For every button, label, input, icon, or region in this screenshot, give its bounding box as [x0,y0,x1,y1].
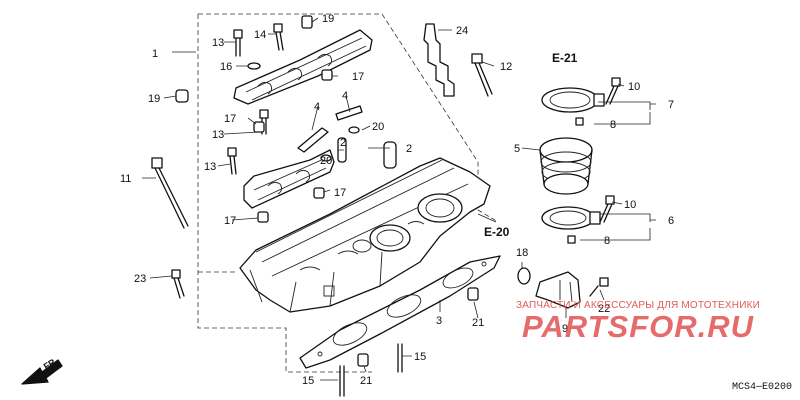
dowel-17-a [321,69,333,81]
callout-18: 18 [516,247,528,259]
diagram-code: MCS4—E0200 [731,382,792,393]
oring-20-a [348,126,360,134]
callout-8-lower: 8 [604,235,610,247]
cylinder-head [239,157,491,313]
callout-12: 12 [500,61,512,73]
callout-13-upper: 13 [212,37,224,49]
callout-17-a: 17 [352,71,364,83]
bolt-12 [471,53,493,97]
callout-10-lower: 10 [624,199,636,211]
callout-23: 23 [134,273,146,285]
oring-20-b [320,154,332,162]
callout-2-a: 2 [406,143,412,155]
callout-10-upper: 10 [628,81,640,93]
dowel-17-c [313,187,325,199]
dowel-21-a [467,287,479,301]
callout-13-lower: 13 [204,161,216,173]
camshaft-holder-lower [243,149,335,209]
callout-6: 6 [668,215,674,227]
dowel-19-top [301,15,313,29]
callout-17-d: 17 [224,215,236,227]
callout-5: 5 [514,143,520,155]
callout-24: 24 [456,25,468,37]
callout-15-b: 15 [302,375,314,387]
guide-4-a [297,127,329,153]
callout-17-b: 17 [224,113,236,125]
callout-2-b: 2 [340,137,346,149]
oring-18 [517,267,531,285]
callout-21-b: 21 [360,375,372,387]
insulator-5 [539,137,593,195]
callout-1: 1 [152,48,158,60]
callout-7: 7 [668,99,674,111]
bolt-10-upper [605,77,621,105]
callout-14: 14 [254,29,266,41]
sensor-9 [535,271,581,309]
callout-15-a: 15 [414,351,426,363]
bolt-13-lower [227,147,237,175]
callout-21-a: 21 [472,317,484,329]
callout-3: 3 [436,315,442,327]
bolt-11 [151,157,189,229]
callout-9: 9 [562,323,568,335]
dowel-17-d [257,211,269,223]
callout-17-c: 17 [334,187,346,199]
callout-16: 16 [220,61,232,73]
callout-19-top: 19 [322,13,334,25]
section-ref-e21: E-21 [552,51,578,65]
callout-19-left: 19 [148,93,160,105]
callout-13-mid: 13 [212,129,224,141]
callout-11: 11 [120,173,131,185]
front-direction-arrow-icon [21,359,63,385]
camshaft-holder-upper [233,29,373,105]
nut-8-upper [575,117,584,126]
assembly-frame [197,13,499,373]
callout-22: 22 [598,303,610,315]
callout-4-a: 4 [314,101,320,113]
stud-15-b [339,365,345,397]
head-gasket [299,255,501,369]
leader-lines [142,17,656,381]
dowel-19-left [175,89,189,103]
bolt-22 [589,277,609,297]
guide-4-b [335,105,363,121]
bolt-13-upper [233,29,243,57]
callout-8-upper: 8 [610,119,616,131]
sleeve-2-b [383,141,397,169]
section-ref-e20: E-20 [484,225,510,239]
stud-15-a [397,343,403,373]
callout-20-b: 20 [320,155,332,167]
spark-plug [423,23,455,97]
oil-orifice-16 [247,62,261,70]
nut-8-lower [567,235,576,244]
callout-4-b: 4 [342,90,348,102]
callout-labels: 1 19 13 14 24 16 12 17 19 4 4 17 13 20 2… [120,13,674,387]
band-7 [541,87,605,113]
callout-20-a: 20 [372,121,384,133]
bolt-10-lower [599,195,615,223]
bolt-14 [273,23,284,51]
band-6 [541,206,601,230]
dowel-21-b [357,353,369,367]
bolt-23 [171,269,185,299]
